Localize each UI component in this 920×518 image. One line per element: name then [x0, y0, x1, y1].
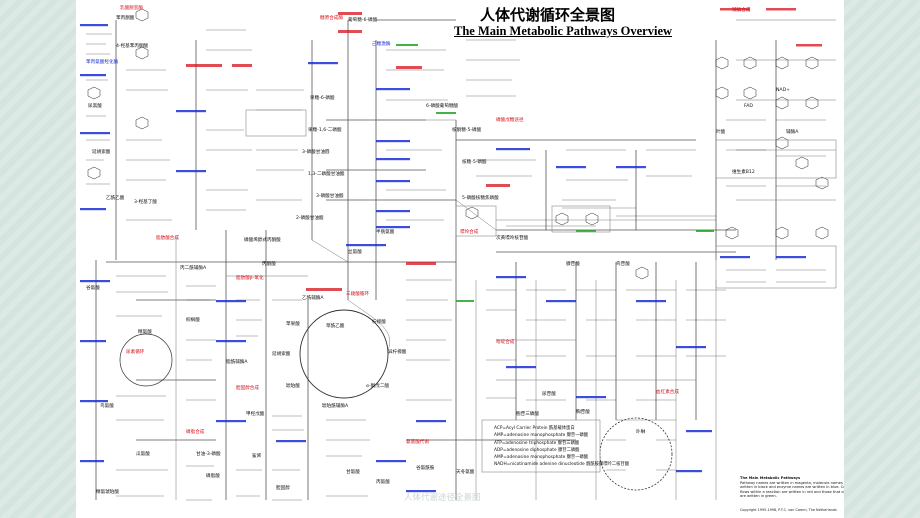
pathway-label: 丙二酰辅酶A: [180, 266, 206, 271]
pathway-label: 乙酰乙酸: [106, 196, 124, 201]
pathway-label: 3-磷酸甘油醛: [302, 150, 330, 155]
pathway-label: 脂肪酸合成: [156, 236, 179, 241]
pathway-label: 鸟氨酸: [100, 404, 114, 409]
pathway-label: 葡萄糖-6-磷酸: [348, 18, 377, 23]
legend-item: ACP=Acyl Carrier Protein 酰基载体蛋白: [494, 426, 604, 431]
pathway-label: 延胡索酸: [272, 352, 290, 357]
pathway-label: 卟啉: [636, 430, 645, 435]
pathway-label: 磷酸戊糖途径: [496, 118, 524, 123]
pathway-label: 己糖激酶: [372, 42, 390, 47]
pathway-label: 辅酶A: [786, 130, 798, 135]
pathway-label: 尿苷酸: [542, 392, 556, 397]
pathway-label: 5-磷酸核糖焦磷酸: [462, 196, 499, 201]
pathway-label: 4-羟基苯丙酮酸: [116, 44, 148, 49]
pathway-label: 苯丙氨酸羟化酶: [86, 60, 118, 65]
pathway-label: 精氨琥珀酸: [96, 490, 119, 495]
pathway-label: 瓜氨酸: [136, 452, 150, 457]
note-line: are written in green.: [740, 494, 840, 499]
pathway-label: 磷脂酸: [206, 474, 220, 479]
pathway-label: 核酮糖-5-磷酸: [452, 128, 481, 133]
pathway-label: 磷酸烯醇式丙酮酸: [244, 238, 281, 243]
pathway-label: FAD: [744, 104, 753, 109]
pathway-label: 胸苷酸: [576, 410, 590, 415]
slide-caption: 人体代谢途径全景图: [404, 491, 481, 503]
pathway-label: 苹果酸: [286, 322, 300, 327]
pathway-label: 3-羟基丁酸: [134, 200, 157, 205]
pathway-label: 3-磷酸甘油酸: [316, 194, 344, 199]
pathway-label: 磷脂合成: [186, 430, 204, 435]
abbreviation-legend: ACP=Acyl Carrier Protein 酰基载体蛋白 AMP=aden…: [494, 426, 604, 470]
pathway-label: 丙酮酸: [262, 262, 276, 267]
pathway-label: 脂肪酸β-氧化: [236, 276, 264, 281]
pathway-label: 果糖-1,6-二磷酸: [308, 128, 342, 133]
pathway-label: 甘氨酸: [346, 470, 360, 475]
pathway-label: 琥珀酸: [286, 384, 300, 389]
pathway-label: 嘧啶合成: [496, 340, 514, 345]
metabolic-pathways-poster[interactable]: 人体代谢循环全景图 The Main Metabolic Pathways Ov…: [76, 0, 844, 518]
pathway-label: 延胡索酸: [92, 150, 110, 155]
pathway-label: 草酰乙酸: [326, 324, 344, 329]
pathway-label: 丝氨酸: [348, 250, 362, 255]
pathway-label: 嘌呤合成: [460, 230, 478, 235]
pathway-label: 异柠檬酸: [388, 350, 406, 355]
pathway-label: 柠檬酸: [372, 320, 386, 325]
pathway-label: 1,3-二磷酸甘油酸: [308, 172, 345, 177]
slide-background-left: [0, 0, 76, 518]
pathway-label: 胆固醇合成: [236, 386, 259, 391]
legend-item: ATP=adenosine triphosphate 腺苷三磷酸: [494, 441, 604, 446]
pathway-label: 氨基酸代谢: [406, 440, 429, 445]
pathway-label: 鸟苷酸: [616, 262, 630, 267]
legend-item: ADP=adenosine diphosphate 腺苷二磷酸: [494, 448, 604, 453]
pathway-label: 叶酸: [716, 130, 725, 135]
pathway-network: [76, 0, 844, 518]
pathway-label: 琥珀酰辅酶A: [322, 404, 348, 409]
poster-title-chinese: 人体代谢循环全景图: [480, 4, 615, 25]
pathway-label: 苯丙酮酸: [116, 16, 134, 21]
pathway-label: 半胱氨酸: [376, 230, 394, 235]
pathway-label: 谷氨酰胺: [416, 466, 434, 471]
pathway-label: 维生素B12: [732, 170, 755, 175]
pathway-label: 鲨烯: [252, 454, 261, 459]
pathway-label: α-酮戊二酸: [366, 384, 389, 389]
pathway-label: 脂酰辅酶A: [226, 360, 248, 365]
pathway-label: 甲羟戊酸: [246, 412, 264, 417]
pathway-label: 核糖-5-磷酸: [462, 160, 487, 165]
pathway-label: 辅酶合成: [732, 8, 750, 13]
pathway-label: 乳酸脱氢酶: [120, 6, 143, 11]
pathway-label: 丙氨酸: [376, 480, 390, 485]
copyright-text: Copyright 1995-1998, P.T.C. van Camm, Th…: [740, 508, 837, 512]
pathway-label: 6-磷酸葡萄糖酸: [426, 104, 458, 109]
pathway-label: 血红素合成: [656, 390, 679, 395]
pathway-label: 精氨酸: [138, 330, 152, 335]
pathway-label: 乙酰辅酶A: [302, 296, 324, 301]
pathway-label: 胞苷三磷酸: [516, 412, 539, 417]
pathway-label: NAD+: [776, 88, 790, 93]
poster-explanation-note: The Main Metabolic Pathways Pathway name…: [740, 476, 840, 499]
legend-item: AMP=adenosine monophosphate 腺苷一磷酸: [494, 455, 604, 460]
pathway-label: 棕榈酸: [186, 318, 200, 323]
pathway-label: 天冬氨酸: [456, 470, 474, 475]
poster-title-english: The Main Metabolic Pathways Overview: [454, 24, 672, 39]
slide-background-right: [844, 0, 920, 518]
pathway-label: 次黄嘌呤核苷酸: [496, 236, 528, 241]
pathway-label: 尿素循环: [126, 350, 144, 355]
legend-item: AMP=adenosine monophosphate 腺苷一磷酸: [494, 433, 604, 438]
pathway-label: 甘油-3-磷酸: [196, 452, 221, 457]
pathway-label: 谷氨酸: [86, 286, 100, 291]
pathway-label: 2-磷酸甘油酸: [296, 216, 324, 221]
pathway-label: 腺苷酸: [566, 262, 580, 267]
pathway-label: 尿黑酸: [88, 104, 102, 109]
pathway-label: 果糖-6-磷酸: [310, 96, 335, 101]
legend-item: NADH=nicotinamide adenine dinucleotide 烟…: [494, 462, 604, 467]
pathway-label: 糖原合成酶: [320, 16, 343, 21]
pathway-label: 三羧酸循环: [346, 292, 369, 297]
pathway-label: 胆固醇: [276, 486, 290, 491]
